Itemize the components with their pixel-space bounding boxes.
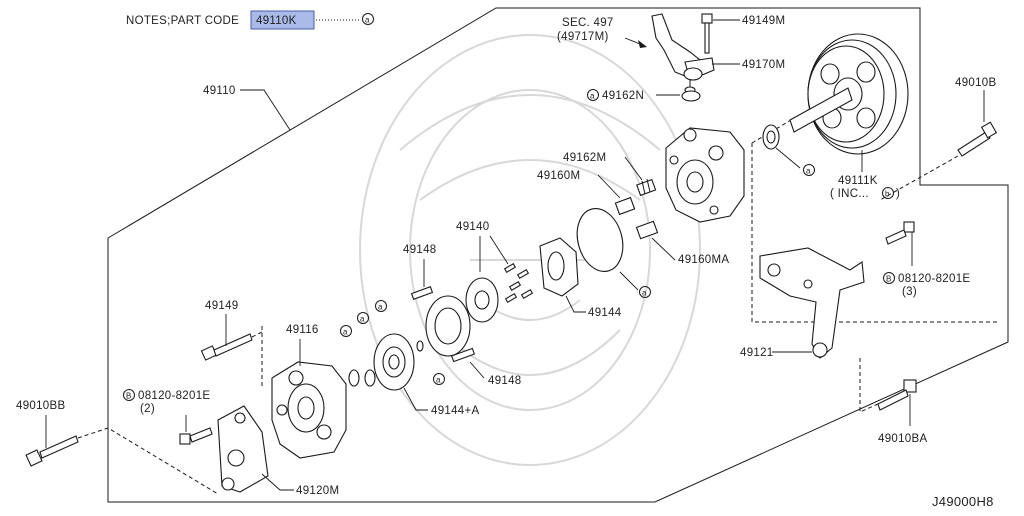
label-49160MA[interactable]: 49160MA — [678, 254, 729, 266]
bracket-49121 — [759, 247, 865, 359]
section-arrow-icon — [638, 40, 647, 48]
label-49149M[interactable]: 49149M — [742, 15, 785, 27]
svg-text:): ) — [896, 188, 900, 200]
label-49162N[interactable]: 49162N — [602, 90, 644, 102]
svg-text:a: a — [343, 328, 348, 337]
label-49149[interactable]: 49149 — [205, 300, 238, 312]
label-49148-lower[interactable]: 49148 — [488, 375, 521, 387]
bolt-49149 — [200, 333, 253, 361]
svg-text:a: a — [360, 315, 365, 324]
o-ring-49162N — [681, 90, 701, 102]
svg-text:a: a — [365, 16, 370, 25]
bolt-49010BA — [877, 379, 917, 411]
watermark-emblem — [359, 34, 701, 466]
label-49170M[interactable]: 49170M — [742, 59, 785, 71]
section-reference: SEC. 497 (49717M) — [557, 17, 647, 48]
label-49148-upper[interactable]: 49148 — [403, 244, 436, 256]
label-49144[interactable]: 49144 — [588, 307, 622, 319]
notes-prefix: NOTES;PART CODE — [126, 15, 239, 27]
svg-text:a: a — [436, 376, 441, 385]
label-49116[interactable]: 49116 — [286, 324, 319, 336]
label-49120M[interactable]: 49120M — [296, 485, 339, 497]
drawing-id: J49000H8 — [932, 494, 994, 509]
label-49111K-sub: ( INC... — [830, 188, 869, 200]
label-49010B[interactable]: 49010B — [955, 77, 996, 89]
bolt-49010B — [957, 121, 998, 157]
o-ring-large — [576, 208, 624, 272]
label-49144A[interactable]: 49144+A — [431, 405, 479, 417]
pin-49148-upper — [410, 286, 434, 300]
label-49010BA[interactable]: 49010BA — [878, 433, 927, 445]
front-housing-49116 — [271, 361, 347, 459]
bracket-49120M — [217, 405, 269, 493]
bolt-49010BB — [25, 435, 79, 467]
plug-49160MA — [635, 220, 659, 240]
label-08120-left[interactable]: 08120-8201E — [138, 390, 210, 402]
rotor-49140 — [465, 277, 499, 323]
bolt-08120-left — [179, 427, 213, 445]
pin-49148-lower — [450, 347, 476, 363]
symbol-a-circle — [362, 13, 374, 25]
label-08120-right[interactable]: 08120-8201E — [898, 273, 970, 285]
svg-text:a: a — [590, 92, 595, 101]
svg-text:B: B — [886, 275, 891, 284]
shaft-seal — [762, 124, 780, 150]
svg-text:a: a — [642, 289, 647, 298]
plug-49160M — [614, 196, 636, 216]
o-ring-small-1 — [348, 369, 360, 387]
label-49111K[interactable]: 49111K — [838, 175, 878, 187]
vanes-49140 — [503, 263, 534, 303]
svg-text:a: a — [378, 303, 383, 312]
part-code-highlight — [250, 10, 315, 30]
label-49140[interactable]: 49140 — [456, 221, 489, 233]
svg-text:B: B — [126, 392, 131, 401]
svg-text:a: a — [806, 167, 811, 176]
label-49162M[interactable]: 49162M — [563, 152, 606, 164]
section-ref-line2[interactable]: (49717M) — [557, 31, 609, 43]
label-49110[interactable]: 49110 — [203, 85, 236, 97]
section-ref-line1[interactable]: SEC. 497 — [562, 17, 614, 29]
label-49010BB[interactable]: 49010BB — [16, 400, 65, 412]
pulley-49111K — [789, 33, 909, 155]
label-49160M[interactable]: 49160M — [537, 170, 580, 182]
bolt-08120-right — [885, 221, 915, 245]
label-08120-left-qty: (2) — [140, 403, 155, 415]
notes-line: NOTES;PART CODE 49110K a — [126, 10, 374, 30]
side-plate-49144A — [373, 333, 415, 391]
o-ring-small-2 — [364, 369, 376, 387]
svg-text:b: b — [885, 190, 890, 199]
label-08120-right-qty: (3) — [902, 286, 917, 298]
spring-49162M — [636, 178, 657, 197]
bolt-49149M — [701, 13, 740, 54]
label-49121[interactable]: 49121 — [740, 347, 773, 359]
pressure-plate-49144 — [539, 237, 579, 297]
cam-ring — [425, 295, 471, 357]
rear-housing — [665, 127, 745, 223]
part-code[interactable]: 49110K — [256, 15, 297, 27]
